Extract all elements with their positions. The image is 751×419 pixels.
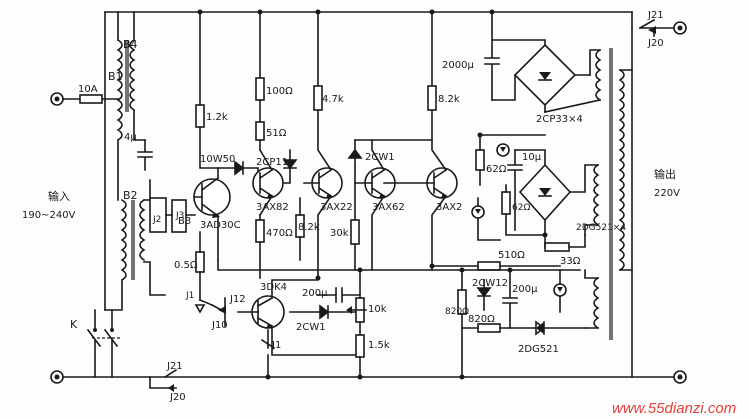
label-b2: B2: [123, 189, 138, 202]
label-r-100: 100Ω: [266, 86, 293, 97]
label-j20-top: J20: [647, 38, 664, 49]
label-zener-2cw12: 2CW12: [472, 278, 508, 289]
resistor-4-7k: [313, 85, 323, 111]
label-output-voltage: 220V: [654, 188, 680, 199]
label-output: 输出: [654, 167, 676, 181]
transistor-3ad30c: [193, 178, 231, 216]
capacitor-200u-left: [317, 287, 361, 303]
resistor-62-ohm-top: [475, 149, 485, 171]
label-b3: B3: [178, 216, 191, 227]
resistor-1-2k: [195, 104, 205, 128]
transformer-b4-secondary-top: [595, 48, 602, 102]
label-cap-4u: 4μ: [124, 132, 137, 143]
relay-contact-j21-bottom: [149, 368, 178, 389]
label-r-10k: 10k: [368, 304, 387, 315]
label-q-3ax22: 3AX22: [320, 202, 353, 213]
label-j3: J3: [175, 211, 184, 221]
label-zener-2cw1-top: 2CW1: [365, 152, 395, 163]
label-c-200u-left: 200μ: [302, 288, 328, 299]
label-r-62: 62Ω: [486, 164, 507, 175]
power-switch-k: [86, 309, 119, 378]
label-r-33: 33Ω: [560, 256, 581, 267]
label-bridge-right: 2DG521×4: [576, 223, 626, 233]
label-q-3ax82: 3AX82: [256, 202, 289, 213]
label-q-3dk4: 3DK4: [260, 282, 287, 293]
label-q-3ax62: 3AX62: [372, 202, 405, 213]
resistor-1-5k: [355, 334, 365, 358]
transformer-b2-secondary: [139, 198, 146, 262]
label-j1-contact: J1: [271, 340, 281, 351]
label-bridge-top: 2CP33×4: [536, 114, 583, 125]
label-r-8k2-right: 8.2k: [438, 94, 460, 105]
relay-coil-j1: [260, 329, 276, 350]
label-input-voltage: 190~240V: [22, 210, 76, 221]
label-input: 输入: [48, 189, 70, 203]
resistor-8-2k-right: [427, 85, 437, 111]
transformer-b1-coil: [116, 38, 123, 142]
label-d-2cp11: 2CP11: [256, 157, 288, 168]
label-zener-2cw1-bottom: 2CW1: [296, 322, 326, 333]
diode-2dg521: [519, 320, 586, 336]
label-j10: J10: [211, 320, 228, 331]
watermark-text: www.55dianzi.com: [612, 400, 736, 417]
transformer-b2-coil: [120, 198, 127, 282]
label-r-62b: 62Ω: [512, 203, 530, 213]
transformer-b4-secondary-bottom: [593, 163, 600, 227]
label-j20-bottom: J20: [169, 392, 186, 403]
relay-j3-block: [171, 199, 187, 233]
capacitor-200u-right: [502, 269, 518, 329]
resistor-33-ohm: [544, 242, 570, 252]
label-q-3ad30c: 3AD30C: [200, 220, 241, 231]
label-r-4k7: 4.7k: [322, 94, 344, 105]
label-fuse: 10A: [78, 84, 98, 95]
transformer-b4-coil: [129, 38, 136, 112]
diode-jn: [194, 304, 206, 314]
resistor-820-ohm-horizontal: [477, 323, 501, 333]
label-q-3ax2: 3AX2: [436, 202, 462, 213]
resistor-30k: [350, 219, 360, 245]
capacitor-2000u: [484, 11, 500, 101]
resistor-62-ohm-mid: [501, 191, 511, 215]
label-j2: J2: [152, 215, 161, 225]
label-r-15k: 1.5k: [368, 340, 390, 351]
label-switch-k: K: [70, 318, 78, 331]
label-r-820a: 820Ω: [445, 307, 469, 317]
label-c-200u-right: 200μ: [512, 284, 538, 295]
label-c-10u: 10μ: [522, 152, 542, 163]
label-r-05: 0.5Ω: [174, 260, 198, 271]
label-r-8k2-left: 8.2k: [298, 222, 320, 233]
label-r-820b: 820Ω: [468, 314, 495, 325]
resistor-510-ohm: [477, 261, 501, 271]
transformer-b4-secondary-low: [593, 276, 600, 330]
label-r-470: 470Ω: [266, 228, 293, 239]
resistor-51-ohm: [255, 121, 265, 141]
transformer-b4-primary: [618, 68, 625, 272]
label-r-510: 510Ω: [498, 250, 525, 261]
label-b4-left: B4: [123, 38, 138, 51]
junction-dots: [197, 9, 548, 380]
capacitor-10u: [507, 149, 523, 231]
fuse-10a: [79, 94, 103, 104]
resistor-100-ohm: [255, 77, 265, 101]
label-j21-top: J21: [647, 10, 664, 21]
label-c-2000u: 2000μ: [442, 60, 474, 71]
capacitor-4u: [137, 139, 153, 171]
label-r-30k: 30k: [330, 228, 349, 239]
label-r-1k2: 1.2k: [206, 112, 228, 123]
resistor-470-ohm: [255, 219, 265, 243]
label-j12: J12: [229, 294, 246, 305]
control-bus: [217, 259, 581, 271]
label-r-51: 51Ω: [266, 128, 287, 139]
label-j1-ctrl: J1: [185, 291, 194, 301]
label-zener-10w50: 10W50: [200, 154, 235, 165]
label-b1: B1: [108, 70, 123, 83]
label-d-2dg521: 2DG521: [518, 344, 559, 355]
label-j21-bottom: J21: [166, 361, 183, 372]
